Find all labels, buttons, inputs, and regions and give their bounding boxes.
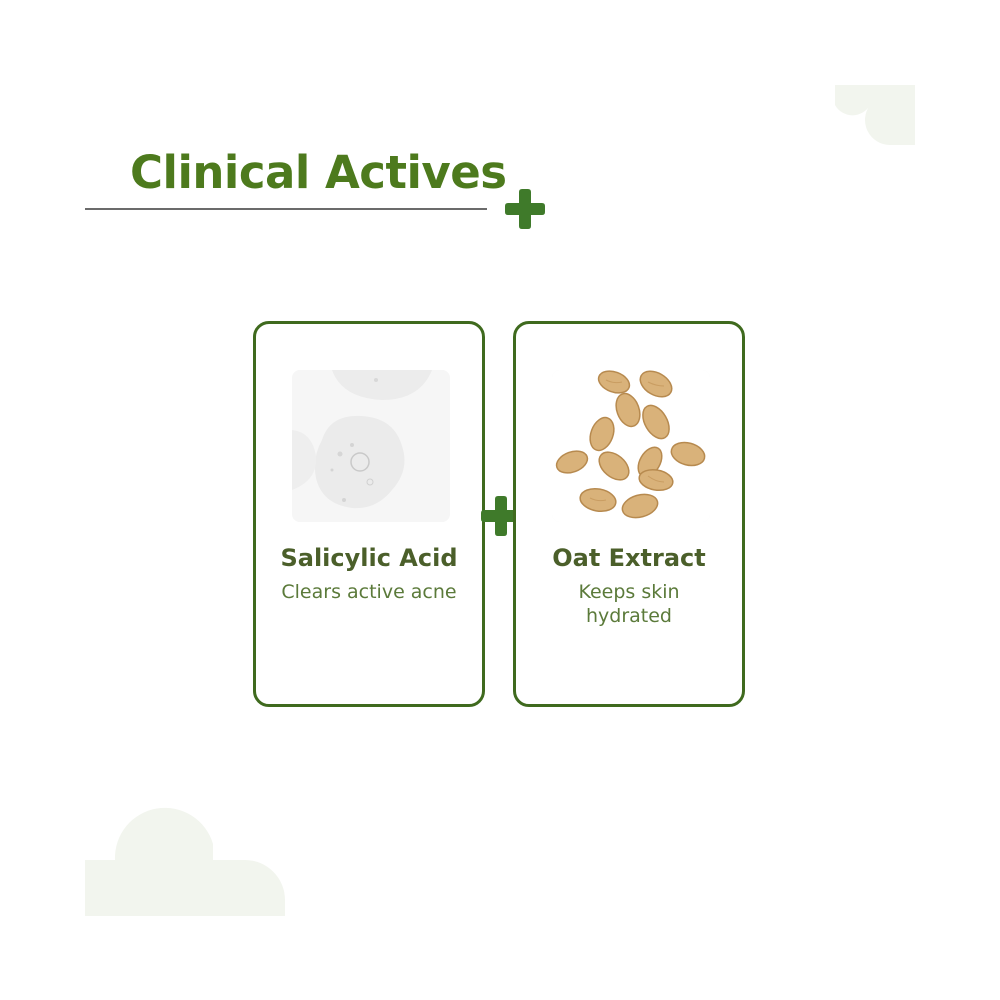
oat-flakes-image xyxy=(552,370,710,522)
active-card-oat-extract: Oat Extract Keeps skin hydrated xyxy=(513,321,745,707)
page-title: Clinical Actives xyxy=(130,146,507,199)
active-benefit: Keeps skin hydrated xyxy=(578,581,680,627)
active-name: Oat Extract xyxy=(552,544,706,572)
active-card-salicylic-acid: Salicylic Acid Clears active acne xyxy=(253,321,485,707)
cloud-decoration-bottom xyxy=(85,807,285,916)
active-name: Salicylic Acid xyxy=(280,544,458,572)
plus-icon xyxy=(505,189,545,229)
plus-icon xyxy=(481,496,521,536)
gel-droplet-image xyxy=(292,370,450,522)
active-benefit: Clears active acne xyxy=(281,581,457,603)
title-underline xyxy=(85,208,487,210)
cloud-decoration-top xyxy=(835,85,915,145)
